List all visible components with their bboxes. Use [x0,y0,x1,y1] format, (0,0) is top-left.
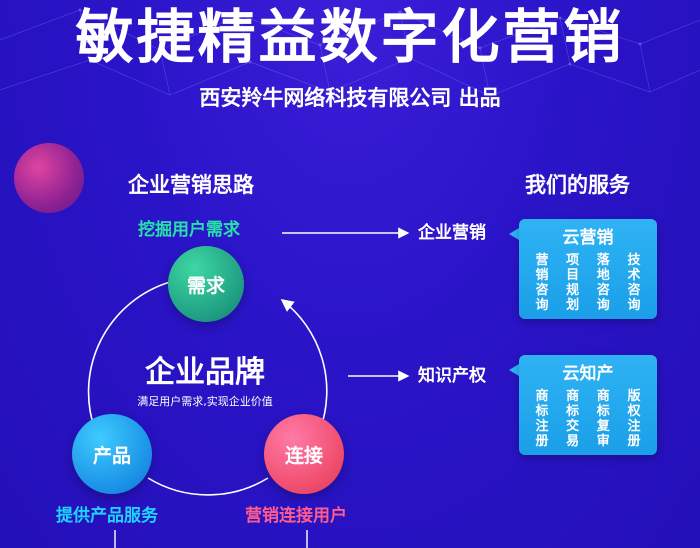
card-columns: 营销咨询 项目规划 落地咨询 技术咨询 [519,249,657,313]
service-card-cloud-marketing[interactable]: 云营销 营销咨询 项目规划 落地咨询 技术咨询 [519,219,657,319]
card-pointer-cloud [509,228,519,240]
network-background [0,8,700,97]
caption-connect: 营销连接用户 [245,506,347,526]
service-column: 落地咨询 [596,253,610,313]
brand-subtitle: 满足用户需求,实现企业价值 [137,395,273,408]
node-product-label: 产品 [92,444,131,467]
node-connect: 连接 [264,414,344,494]
service-card-cloud-ip[interactable]: 云知产 商标注册 商标交易 商标复审 版权注册 [519,355,657,455]
subtitle: 西安羚牛网络科技有限公司 出品 [199,86,501,110]
label-intellectual-property: 知识产权 [418,366,486,386]
decorative-circle [14,143,84,213]
service-column: 商标注册 [535,389,549,449]
left-heading: 企业营销思路 [128,173,254,197]
card-title: 云营销 [562,228,614,248]
card-columns: 商标注册 商标交易 商标复审 版权注册 [519,385,657,449]
card-pointer-ip [509,364,519,376]
service-column: 项目规划 [566,253,580,313]
right-heading: 我们的服务 [525,173,630,197]
node-product: 产品 [72,414,152,494]
label-enterprise-marketing: 企业营销 [418,223,486,243]
node-need-label: 需求 [186,274,225,297]
service-column: 版权注册 [627,389,641,449]
service-column: 商标交易 [566,389,580,449]
brand-title: 企业品牌 [145,355,265,390]
service-column: 营销咨询 [535,253,549,313]
main-title: 敏捷精益数字化营销 [75,3,625,71]
cycle-ring [87,281,328,496]
service-column: 技术咨询 [627,253,641,313]
caption-need: 挖掘用户需求 [138,220,240,240]
service-column: 商标复审 [596,389,610,449]
card-title: 云知产 [562,364,614,384]
node-connect-label: 连接 [284,444,323,467]
node-need: 需求 [168,246,244,322]
caption-product: 提供产品服务 [56,506,158,526]
